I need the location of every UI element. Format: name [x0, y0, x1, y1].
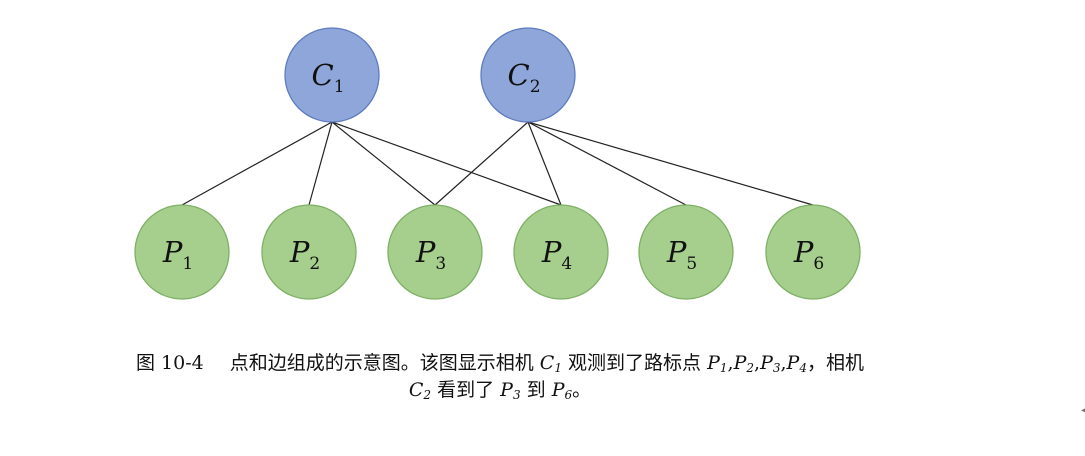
edge-C1-P3: [331, 121, 436, 206]
caption-text-3: ，相机: [806, 352, 864, 374]
caption-comma: ,: [727, 352, 734, 374]
edge-C1-P4: [331, 121, 562, 206]
caption-landmark-from: P3: [500, 379, 521, 402]
caption-landmark-3: P3: [760, 352, 781, 375]
page-edge-marker: ◂: [1081, 405, 1085, 416]
landmark-circle: [765, 204, 861, 300]
edge-C1-P2: [308, 121, 333, 206]
landmark-circle: [513, 204, 609, 300]
landmark-label: P4: [541, 235, 572, 274]
graph-edges: [181, 121, 814, 206]
caption-landmark-2: P2: [733, 352, 755, 375]
caption-landmark-4: P4: [786, 352, 807, 375]
caption-text-6: 。: [572, 379, 592, 401]
edge-C2-P3: [434, 121, 529, 206]
landmark-node-P3: P3: [387, 204, 483, 300]
edge-C2-P5: [527, 121, 687, 206]
landmark-circle: [134, 204, 230, 300]
camera-circle: [480, 27, 576, 123]
caption-text-5: 到: [526, 379, 546, 401]
landmark-circle: [261, 204, 357, 300]
edge-C1-P1: [181, 121, 333, 206]
caption-text-4: 看到了: [437, 379, 495, 401]
caption-comma: ,: [754, 352, 761, 374]
caption-camera-symbol-2: C2: [408, 379, 432, 402]
caption-camera-symbol: C1: [539, 352, 562, 375]
caption-comma: ,: [780, 352, 787, 374]
landmark-node-P1: P1: [134, 204, 230, 300]
caption-landmark-1: P1: [707, 352, 728, 375]
camera-circle: [284, 27, 380, 123]
landmark-label: P6: [793, 235, 824, 274]
landmark-label: P1: [162, 235, 193, 274]
landmark-circle: [638, 204, 734, 300]
landmark-label: P3: [415, 235, 446, 274]
landmark-node-P5: P5: [638, 204, 734, 300]
caption-landmark-list: P1,P2,P3,P4: [707, 352, 807, 375]
camera-label: C1: [311, 58, 344, 97]
landmark-node-P6: P6: [765, 204, 861, 300]
camera-node-C2: C2: [480, 27, 576, 123]
edge-C2-P6: [527, 121, 814, 206]
landmark-node-P2: P2: [261, 204, 357, 300]
caption-text-2: 观测到了路标点: [568, 352, 702, 374]
figure-number: 图 10-4: [136, 352, 204, 374]
camera-label: C2: [507, 58, 540, 97]
camera-node-C1: C1: [284, 27, 380, 123]
landmark-label: P2: [289, 235, 320, 274]
caption-text-1: 点和边组成的示意图。该图显示相机: [229, 352, 534, 374]
edge-C2-P4: [527, 121, 562, 206]
landmark-label: P5: [666, 235, 697, 274]
landmark-circle: [387, 204, 483, 300]
landmark-node-P4: P4: [513, 204, 609, 300]
figure-caption-line-2: C2 看到了 P3 到 P6。: [0, 375, 1000, 402]
caption-landmark-to: P6: [551, 379, 573, 402]
